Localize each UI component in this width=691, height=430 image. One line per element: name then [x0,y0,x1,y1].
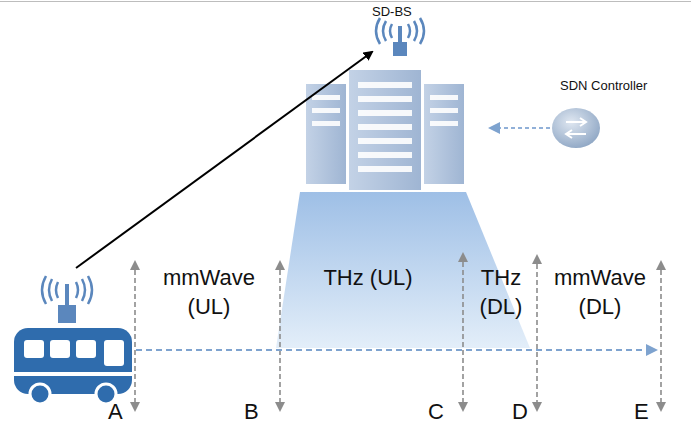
band-label: mmWave (UL) [148,264,270,321]
point-label: A [108,398,132,427]
band-label: THz (UL) [318,264,418,293]
band-label: THz (DL) [466,264,536,321]
station-label: SD-BS [372,4,432,21]
point-label: B [244,398,268,427]
band-label: mmWave (DL) [540,264,660,321]
point-label: D [512,398,536,427]
controller-label: SDN Controller [560,78,670,95]
point-label: C [428,398,452,427]
point-label: E [634,398,658,427]
